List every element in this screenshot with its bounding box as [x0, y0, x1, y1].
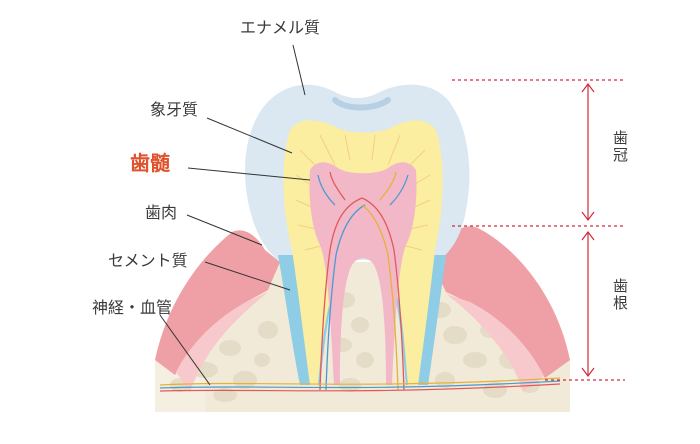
label-root: 歯根	[611, 278, 629, 312]
tooth-body	[159, 84, 561, 392]
leader-lines	[159, 44, 311, 386]
label-cementum: セメント質	[108, 251, 188, 270]
label-enamel: エナメル質	[240, 18, 321, 37]
nerves-vessels	[317, 171, 409, 391]
label-pulp: 歯髄	[130, 151, 170, 175]
label-crown: 歯冠	[611, 130, 629, 164]
gum-shape	[155, 226, 570, 392]
section-markers	[452, 79, 625, 381]
label-nerves-vessels: 神経・血管	[92, 298, 173, 317]
label-dentin: 象牙質	[150, 100, 199, 119]
label-gum: 歯肉	[145, 203, 178, 222]
